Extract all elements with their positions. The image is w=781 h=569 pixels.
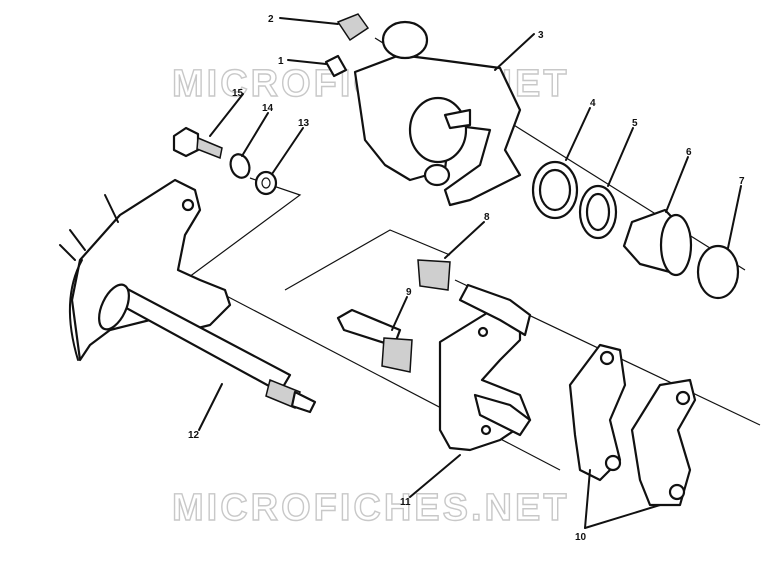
callout-numbers: 2 1 3 4 5 6 7 8 9 10 11 12 13 14 15: [188, 14, 745, 543]
callout-15: 15: [232, 88, 244, 99]
callout-5: 5: [632, 118, 638, 129]
axle-shaft: [98, 283, 317, 414]
callout-2: 2: [268, 14, 274, 25]
mounting-bracket: [438, 283, 532, 452]
callout-8: 8: [484, 212, 490, 223]
callout-1: 1: [278, 56, 284, 67]
callout-4: 4: [590, 98, 596, 109]
callout-9: 9: [406, 287, 412, 298]
piston: [622, 208, 693, 277]
callout-7: 7: [739, 176, 745, 187]
leader-lines: [198, 17, 742, 529]
piston-seals: [531, 160, 618, 240]
caliper-body: [353, 20, 522, 207]
callout-12: 12: [188, 430, 200, 441]
cap: [696, 244, 740, 300]
pins-and-boots: [336, 259, 451, 373]
brake-pads: [568, 343, 697, 507]
callout-11: 11: [400, 497, 411, 508]
callout-14: 14: [262, 103, 274, 114]
watermark-bottom: MICROFICHES.NET: [172, 487, 570, 529]
callout-6: 6: [686, 147, 692, 158]
callout-3: 3: [538, 30, 544, 41]
bolt-and-washers: [172, 126, 278, 196]
callout-13: 13: [298, 118, 310, 129]
bleeder-and-screw: [324, 13, 370, 78]
callout-10: 10: [575, 532, 587, 543]
